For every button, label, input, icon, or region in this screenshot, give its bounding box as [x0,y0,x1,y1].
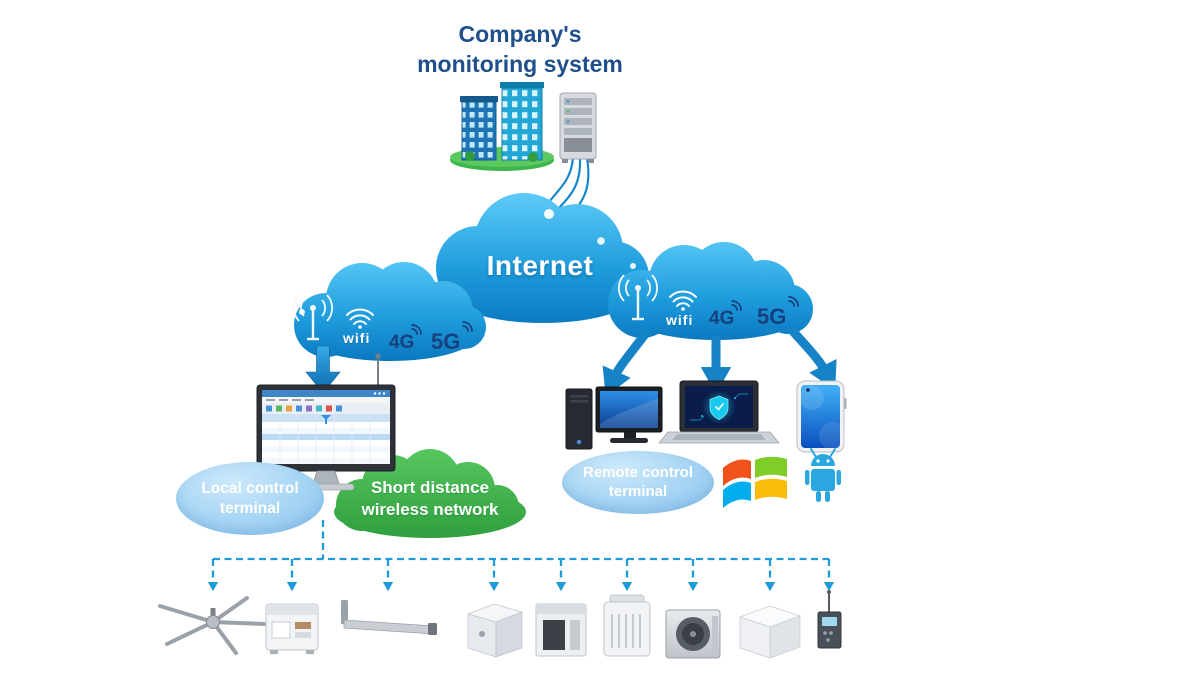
windows-logo-icon [723,456,787,508]
android-logo-icon [805,448,841,502]
title-line-2: monitoring system [417,50,623,77]
remote-arrows [602,325,837,397]
antenna-icon [617,274,659,321]
local-control-terminal-bubble: Local control terminal [176,462,324,535]
left-cloud-5g-label: 5G [431,329,461,354]
control-unit-icon [265,603,319,654]
down-arrow [305,345,341,394]
short-distance-network-cloud [334,449,526,538]
duct-sensor-icon [341,600,437,635]
cloud-highlight-dot [630,263,636,269]
cellular-signal-arcs [411,296,799,335]
server-rack-icon [559,92,597,163]
smartphone-icon [796,380,847,453]
heat-recovery-unit-icon [535,603,587,657]
company-buildings-icon [450,82,554,171]
local-control-terminal-label: Local control terminal [201,480,299,517]
local-terminal-monitor-icon [256,353,396,491]
wifi-signal-icon [669,290,697,311]
wireless-controller-icon [817,590,842,649]
wifi-signal-icon [346,308,374,329]
right-cloud-5g-label: 5G [757,304,787,329]
ahu-cube-icon [466,603,524,658]
right-cloud-wifi-label: wifi [666,312,694,328]
remote-control-terminal-label: Remote control terminal [582,463,693,500]
ventilation-unit-icon [603,594,651,657]
right-cloud-4g-label: 4G [709,308,735,329]
left-access-cloud [294,262,486,361]
laptop-icon [658,380,780,444]
antenna-icon [292,294,334,341]
short-distance-network-label: Short distance wireless network [361,478,499,520]
cloud-highlight-dot [597,237,605,245]
cloud-highlight-dot [544,209,554,219]
field-bus-dashed-lines [207,520,835,592]
desktop-pc-icon [565,386,663,450]
internet-label: Internet [486,250,594,281]
remote-control-terminal-bubble: Remote control terminal [562,451,714,514]
left-cloud-wifi-label: wifi [343,330,371,346]
left-cloud-4g-label: 4G [389,332,415,353]
air-box-icon [738,605,802,659]
title-line-1: Company's [458,21,582,47]
diagram-title: Company's monitoring system [355,20,685,80]
hvls-fan-icon [158,596,266,655]
exhaust-fan-icon [665,609,721,659]
right-access-cloud [608,242,813,340]
